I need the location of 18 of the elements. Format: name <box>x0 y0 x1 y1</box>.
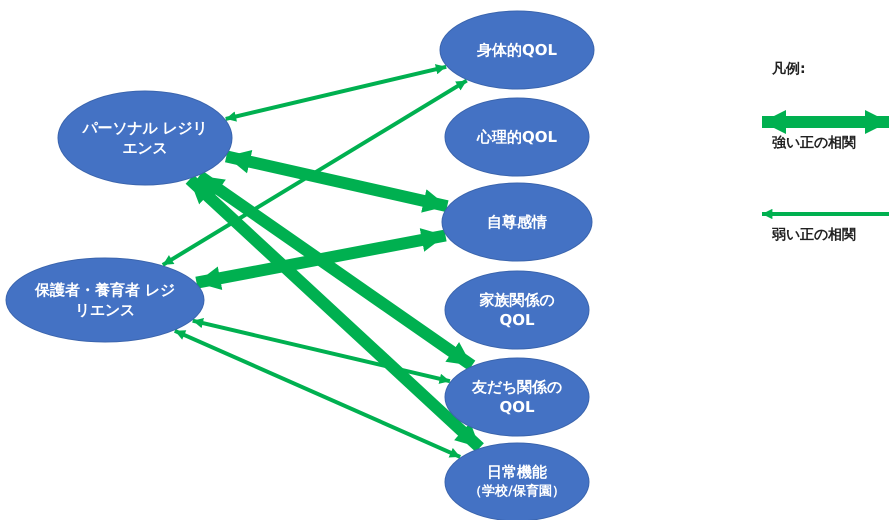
legend-title: 凡例: <box>772 60 806 78</box>
arrow <box>196 170 476 371</box>
legend-text: 強い正の相関 <box>772 134 856 152</box>
arrow <box>224 150 449 213</box>
ellipse-node: 家族関係の QOL <box>444 270 590 350</box>
arrow <box>162 78 468 267</box>
arrow <box>195 228 447 290</box>
arrow <box>186 174 484 452</box>
legend-text: 弱い正の相関 <box>772 226 856 244</box>
ellipse-node: 身体的QOL <box>439 10 595 90</box>
ellipse-node: 自尊感情 <box>441 182 593 262</box>
arrow <box>225 64 447 122</box>
ellipse-node: 心理的QOL <box>444 97 590 177</box>
ellipse-node: パーソナル レジリエンス <box>57 90 233 186</box>
arrow <box>174 328 461 459</box>
ellipse-node: 友だち関係のQOL <box>444 357 590 437</box>
ellipse-node: 保護者・養育者 レジリエンス <box>5 257 205 343</box>
arrow <box>192 318 450 384</box>
